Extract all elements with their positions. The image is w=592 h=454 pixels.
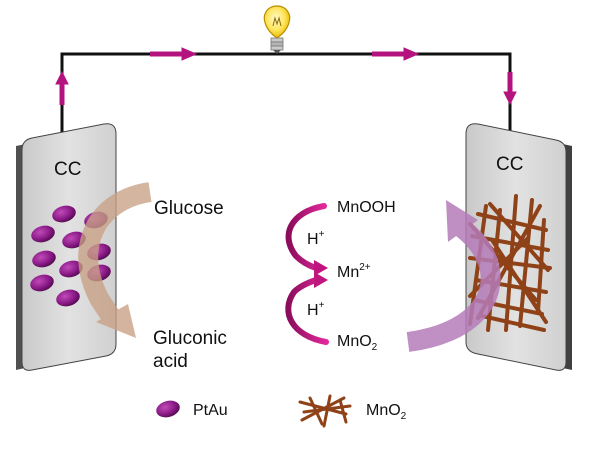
mno2-legend-icon: [298, 394, 352, 428]
current-arrow-right-down: [503, 72, 517, 106]
current-arrow-top-left: [150, 47, 198, 61]
cathode-reaction-arrow: [406, 200, 501, 352]
mno2-label: MnO2: [337, 333, 378, 353]
circuit-wire: [60, 52, 512, 136]
mn2-label: Mn2+: [337, 262, 371, 281]
anode-reaction-arrow: [78, 182, 152, 338]
proton-label-lower: H+: [307, 300, 325, 319]
gluconic-acid-label-line1: Gluconic: [153, 328, 227, 349]
proton-label-upper: H+: [307, 229, 325, 248]
ptau-particle: [32, 250, 56, 268]
gluconic-acid-label-line2: acid: [153, 351, 188, 372]
glucose-label: Glucose: [154, 198, 224, 219]
cathode-label: CC: [496, 154, 523, 175]
external-circuit: [55, 47, 517, 136]
ptau-particle: [56, 289, 80, 307]
legend: PtAu MnO2: [156, 394, 407, 428]
ptau-legend-label: PtAu: [193, 402, 228, 419]
current-arrow-left-up: [55, 70, 69, 105]
mnooh-label: MnOOH: [337, 199, 396, 216]
ptau-legend-icon: [156, 400, 180, 418]
mno2-legend-label: MnO2: [366, 402, 407, 422]
ptau-particle: [30, 274, 54, 292]
ptau-particle: [31, 225, 55, 243]
anode-label: CC: [54, 159, 81, 180]
ptau-particle: [59, 260, 83, 278]
ptau-particle: [52, 205, 76, 223]
current-arrow-top-right: [372, 47, 420, 61]
mn-cycle-lower-arrow: [285, 272, 329, 345]
mn-cycle-upper-arrow: [285, 203, 328, 276]
light-bulb-icon: [263, 5, 291, 54]
